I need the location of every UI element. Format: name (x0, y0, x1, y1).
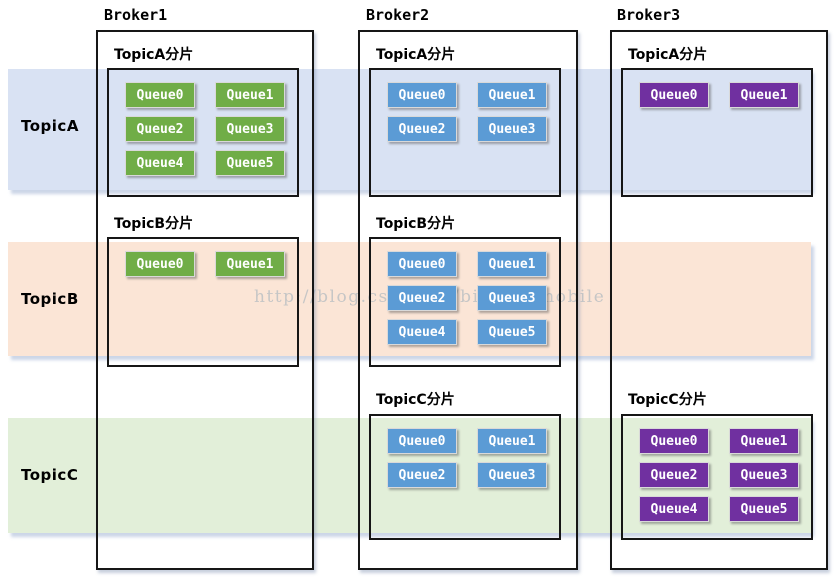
queue-grid: Queue0 Queue1 (623, 70, 811, 108)
queue-grid: Queue0 Queue1 Queue2 Queue3 (371, 70, 559, 142)
queue-grid: Queue0 Queue1 (109, 239, 297, 277)
broker3-topic-a-shard-box: Queue0 Queue1 (621, 68, 813, 197)
queue-box: Queue3 (477, 116, 547, 142)
queue-box: Queue0 (387, 428, 457, 454)
queue-box: Queue1 (477, 428, 547, 454)
topic-c-label: TopicC (21, 466, 79, 484)
queue-box: Queue3 (477, 285, 547, 311)
broker3-topic-c-shard-title: TopicC分片 (628, 392, 707, 408)
queue-box: Queue5 (729, 496, 799, 522)
queue-box: Queue1 (477, 251, 547, 277)
queue-box: Queue3 (215, 116, 285, 142)
topic-a-label: TopicA (21, 117, 79, 135)
broker1-topic-a-shard-title: TopicA分片 (114, 47, 194, 63)
queue-grid: Queue0 Queue1 Queue2 Queue3 Queue4 Queue… (623, 416, 811, 522)
broker1-topic-b-shard-title: TopicB分片 (114, 216, 194, 232)
broker3-title: Broker3 (617, 6, 681, 24)
queue-box: Queue2 (387, 462, 457, 488)
broker2-title: Broker2 (366, 6, 430, 24)
queue-grid: Queue0 Queue1 Queue2 Queue3 Queue4 Queue… (109, 70, 297, 176)
broker2-topic-a-shard-box: Queue0 Queue1 Queue2 Queue3 (369, 68, 561, 197)
broker2-topic-c-shard-box: Queue0 Queue1 Queue2 Queue3 (369, 414, 561, 540)
queue-box: Queue0 (125, 251, 195, 277)
queue-box: Queue2 (125, 116, 195, 142)
broker2-topic-b-shard-title: TopicB分片 (376, 216, 456, 232)
queue-box: Queue0 (639, 428, 709, 454)
broker2-topic-a-shard-title: TopicA分片 (376, 47, 456, 63)
broker1-topic-b-shard-box: Queue0 Queue1 (107, 237, 299, 367)
queue-box: Queue1 (729, 82, 799, 108)
queue-box: Queue4 (125, 150, 195, 176)
queue-box: Queue5 (477, 319, 547, 345)
queue-grid: Queue0 Queue1 Queue2 Queue3 (371, 416, 559, 488)
broker1-title: Broker1 (104, 6, 168, 24)
queue-box: Queue0 (387, 82, 457, 108)
broker1-topic-a-shard-box: Queue0 Queue1 Queue2 Queue3 Queue4 Queue… (107, 68, 299, 197)
queue-box: Queue0 (639, 82, 709, 108)
broker2-topic-b-shard-box: Queue0 Queue1 Queue2 Queue3 Queue4 Queue… (369, 237, 561, 367)
queue-box: Queue2 (387, 285, 457, 311)
broker3-box: TopicA分片 Queue0 Queue1 TopicC分片 Queue0 Q… (610, 30, 828, 570)
queue-box: Queue0 (387, 251, 457, 277)
queue-box: Queue1 (215, 251, 285, 277)
queue-box: Queue1 (215, 82, 285, 108)
broker3-topic-a-shard-title: TopicA分片 (628, 47, 708, 63)
broker2-box: TopicA分片 Queue0 Queue1 Queue2 Queue3 Top… (358, 30, 578, 570)
queue-box: Queue1 (729, 428, 799, 454)
queue-box: Queue5 (215, 150, 285, 176)
broker3-topic-c-shard-box: Queue0 Queue1 Queue2 Queue3 Queue4 Queue… (621, 414, 813, 540)
queue-box: Queue2 (387, 116, 457, 142)
queue-box: Queue0 (125, 82, 195, 108)
queue-grid: Queue0 Queue1 Queue2 Queue3 Queue4 Queue… (371, 239, 559, 345)
queue-box: Queue3 (477, 462, 547, 488)
queue-box: Queue3 (729, 462, 799, 488)
queue-box: Queue1 (477, 82, 547, 108)
broker1-box: TopicA分片 Queue0 Queue1 Queue2 Queue3 Que… (96, 30, 314, 570)
queue-box: Queue2 (639, 462, 709, 488)
queue-box: Queue4 (639, 496, 709, 522)
broker2-topic-c-shard-title: TopicC分片 (376, 392, 455, 408)
queue-box: Queue4 (387, 319, 457, 345)
topic-b-label: TopicB (21, 290, 79, 308)
